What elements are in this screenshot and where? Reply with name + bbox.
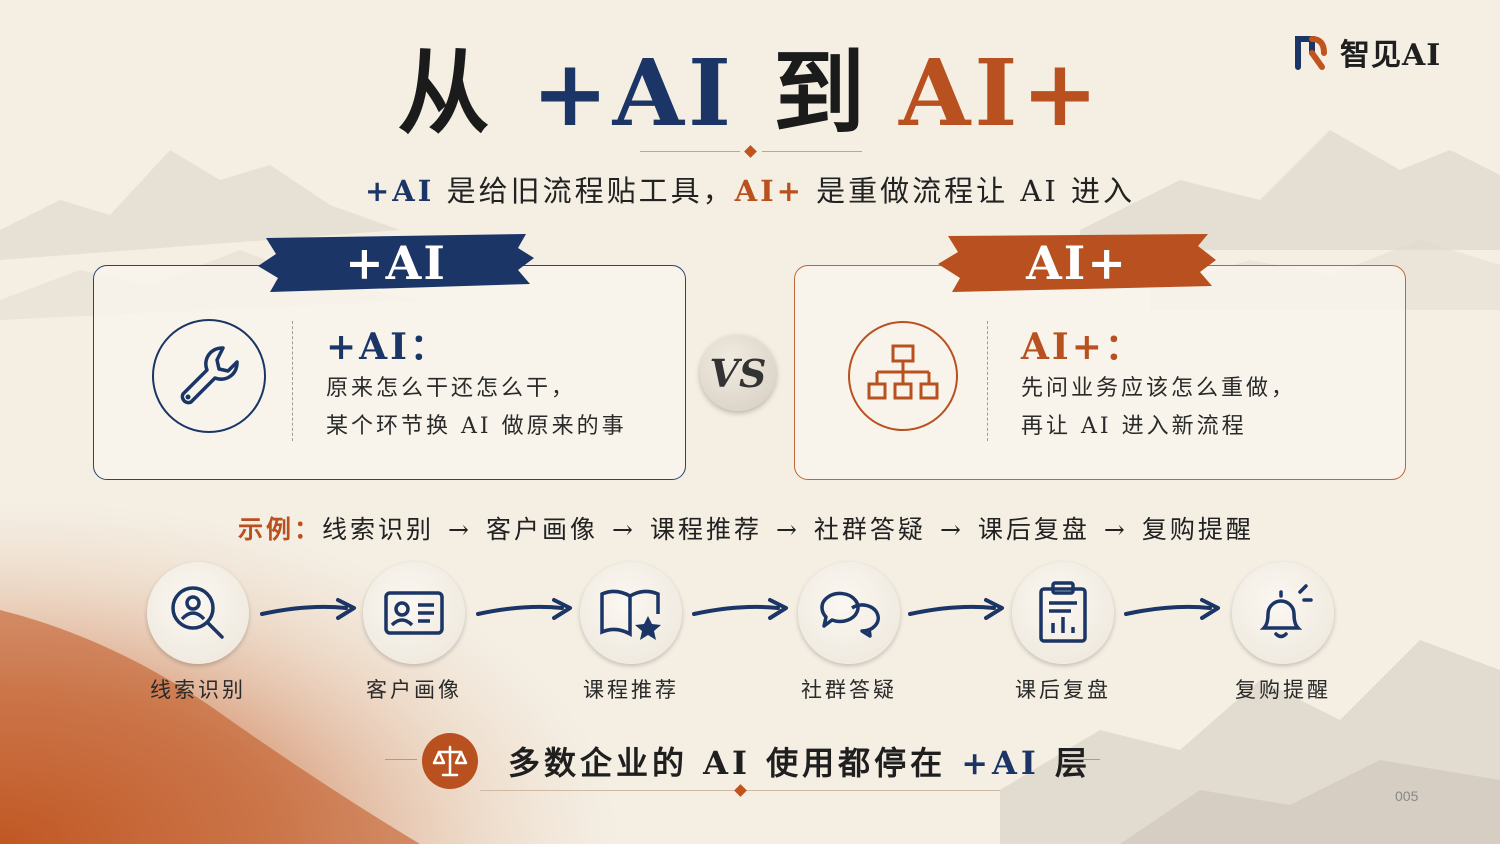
flow-step-label: 课后复盘 [1015, 678, 1111, 702]
chat-bubbles-icon [798, 562, 900, 664]
book-star-icon [580, 562, 682, 664]
card-heading: AI+： [1021, 326, 1144, 368]
bell-icon [1232, 562, 1334, 664]
card-line-1: 原来怎么干还怎么干， [326, 376, 577, 401]
flow-arrow [260, 598, 356, 620]
search-person-icon [147, 562, 249, 664]
card-ai-plus: AI+： 先问业务应该怎么重做， 再让 AI 进入新流程 [794, 265, 1406, 480]
card-divider [987, 321, 988, 441]
card-line-2: 某个环节换 AI 做原来的事 [326, 414, 627, 439]
flow-step-label: 复购提醒 [1235, 678, 1331, 702]
title-divider-left [640, 151, 740, 152]
card-line-1: 先问业务应该怎么重做， [1021, 376, 1297, 401]
subtitle: +AI 是给旧流程贴工具，AI+ 是重做流程让 AI 进入 [364, 174, 1136, 208]
wrench-icon [152, 319, 266, 433]
card-line-2: 再让 AI 进入新流程 [1021, 414, 1247, 439]
example-line: 示例：线索识别→客户画像→课程推荐→社群答疑→课后复盘→复购提醒 [238, 515, 1254, 544]
flow-step-label: 社群答疑 [801, 678, 897, 702]
card-divider [292, 321, 293, 441]
flow-step-label: 线索识别 [150, 678, 246, 702]
flow-arrow [908, 598, 1004, 620]
banner-plus-ai: +AI [256, 230, 536, 296]
flow-arrow [1124, 598, 1220, 620]
card-heading: +AI： [326, 326, 449, 368]
conclusion-rule-left [385, 759, 417, 760]
scale-icon [422, 733, 478, 789]
conclusion-rule-right [1068, 759, 1100, 760]
banner-ai-plus: AI+ [936, 230, 1218, 296]
brand-logo: 智见AI [1290, 30, 1441, 74]
card-plus-ai: +AI： 原来怎么干还怎么干， 某个环节换 AI 做原来的事 [93, 265, 686, 480]
flow-step-label: 客户画像 [366, 678, 462, 702]
id-card-icon [363, 562, 465, 664]
flow-arrow [692, 598, 788, 620]
brand-name: 智见AI [1340, 38, 1442, 73]
page-number: 005 [1395, 788, 1419, 804]
brand-mark-icon [1295, 36, 1327, 70]
vs-badge: VS [700, 335, 776, 411]
title-divider-right [762, 151, 862, 152]
conclusion-text: 多数企业的 AI 使用都停在 +AI 层 [508, 744, 1091, 782]
org-chart-icon [848, 321, 958, 431]
flow-step-label: 课程推荐 [583, 678, 679, 702]
clipboard-chart-icon [1012, 562, 1114, 664]
flow-arrow [476, 598, 572, 620]
